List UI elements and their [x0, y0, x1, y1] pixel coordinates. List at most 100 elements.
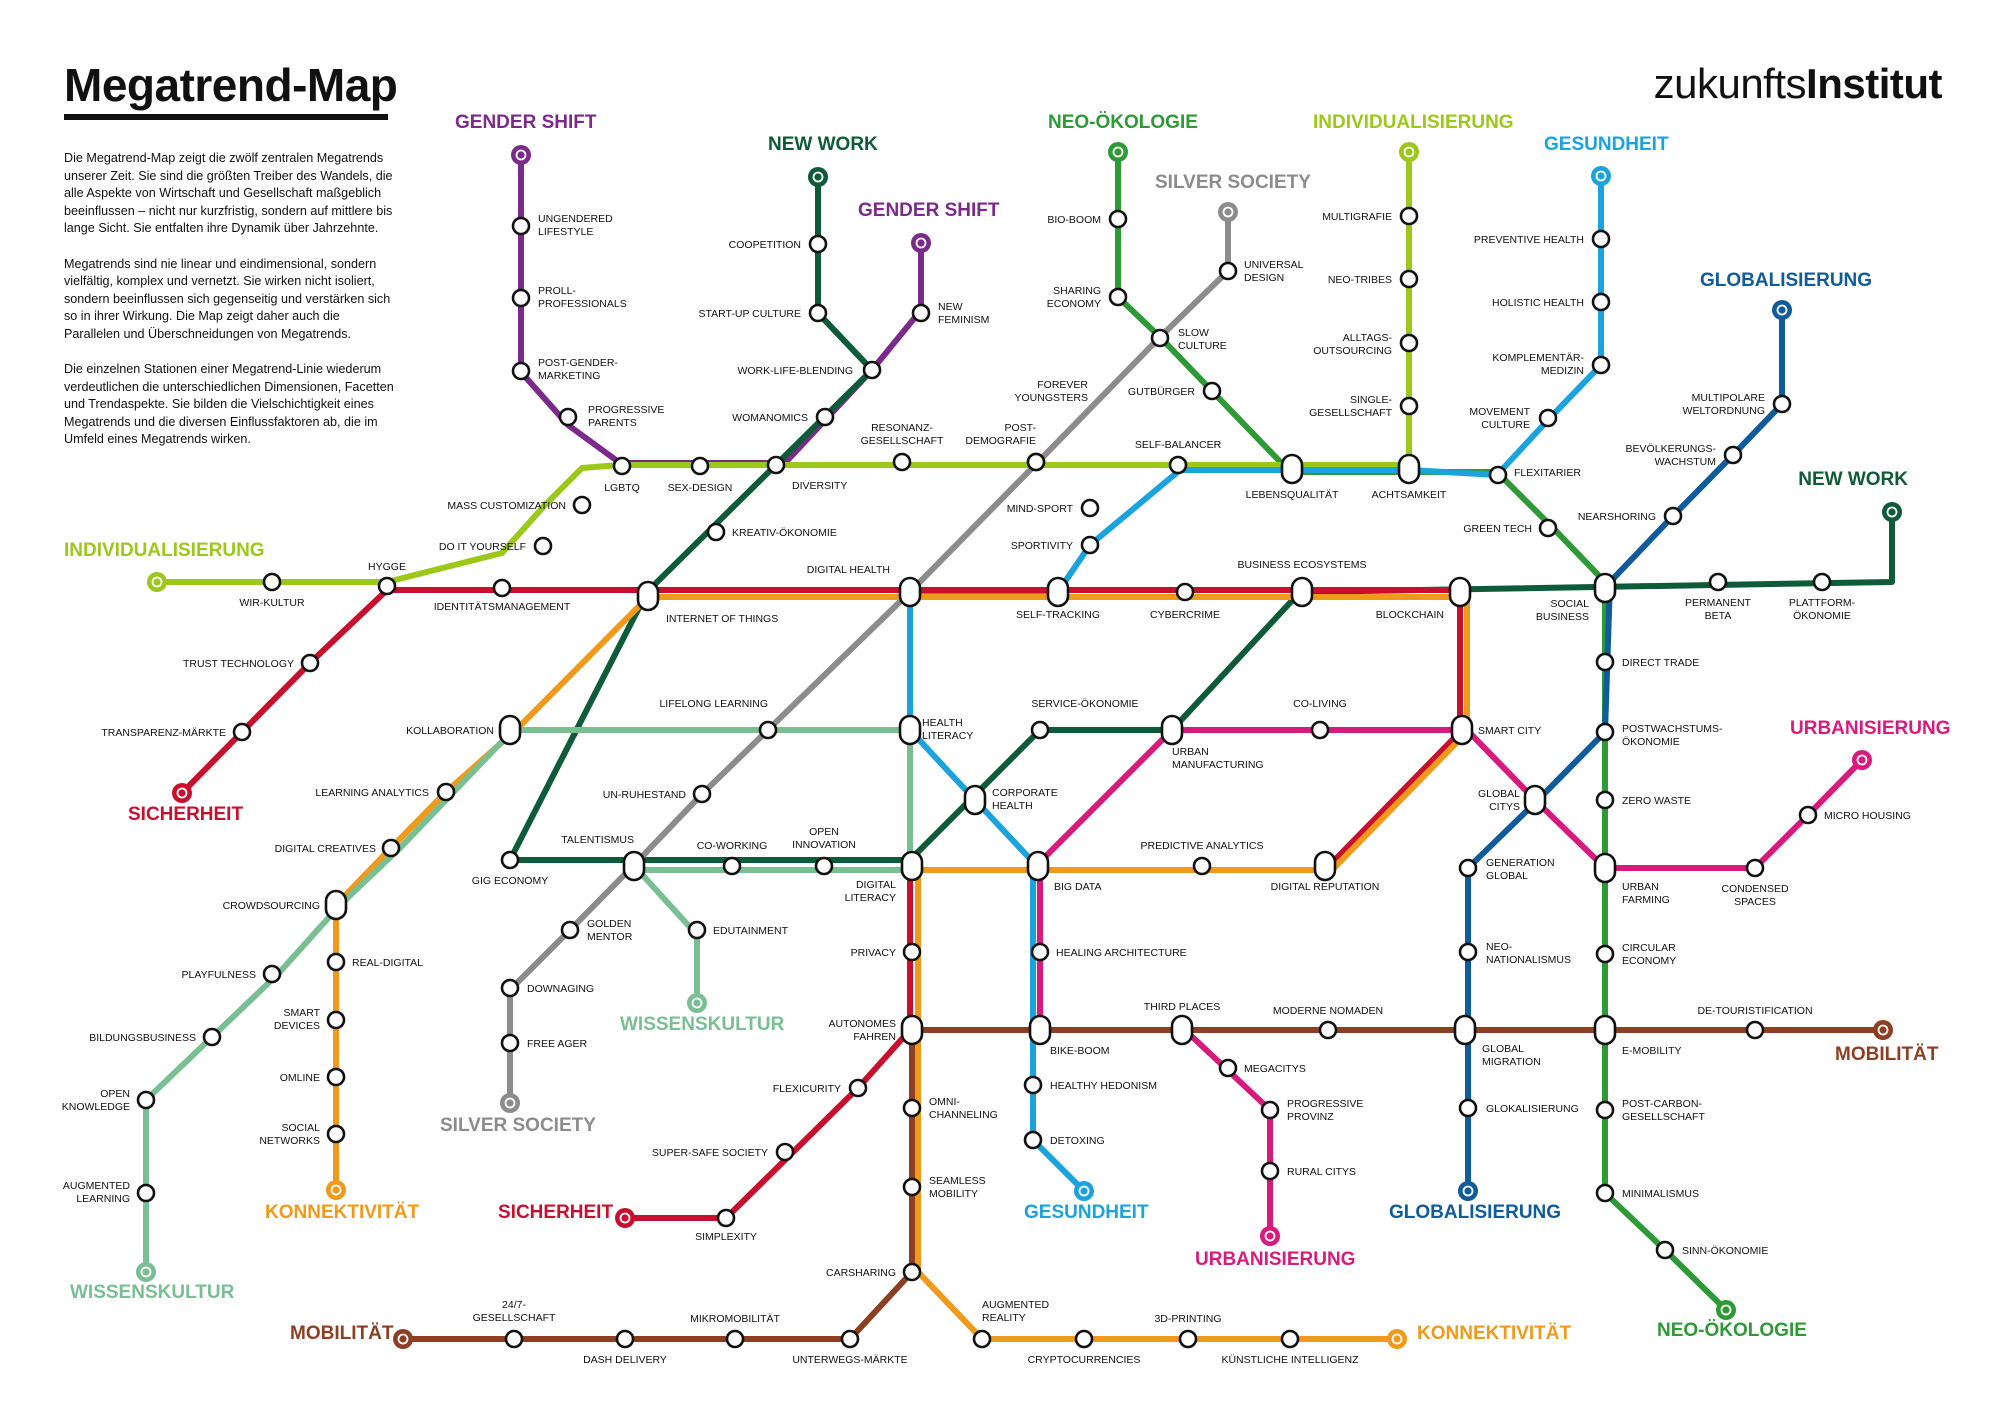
- station-label-69-0: GENERATION: [1486, 857, 1555, 869]
- station-4: [612, 456, 632, 476]
- line-label-silver-0: SILVER SOCIETY: [1155, 172, 1311, 193]
- station-53: [1812, 572, 1832, 592]
- station-label-87-1: NETWORKS: [259, 1135, 320, 1147]
- station-label-72-0: GLOKALISIERUNG: [1486, 1103, 1579, 1115]
- station-61: [1595, 1100, 1615, 1120]
- station-label-117-0: SUPER-SAFE SOCIETY: [652, 1147, 768, 1159]
- station-label-73-0: CO-LIVING: [1293, 698, 1347, 710]
- station-label-70-1: NATIONALISMUS: [1486, 954, 1571, 966]
- station-label-2-1: MARKETING: [538, 370, 600, 382]
- station-38: [1591, 292, 1611, 312]
- terminal-icon-newwork-0: [808, 167, 828, 187]
- line-label-gender-0: GENDER SHIFT: [455, 112, 597, 133]
- line-label-wissen-1: WISSENSKULTUR: [70, 1282, 235, 1303]
- station-label-51-1: BUSINESS: [1536, 611, 1589, 623]
- station-label-15-0: MASS CUSTOMIZATION: [447, 500, 566, 512]
- station-label-41-0: MULTIPOLARE: [1692, 392, 1765, 404]
- station-label-79-0: KOLLABORATION: [406, 725, 494, 737]
- station-94: [722, 856, 742, 876]
- line-label-urban-0: URBANISIERUNG: [1790, 718, 1950, 739]
- terminal-glyph-neooeko-0: [1112, 146, 1124, 158]
- station-label-51-0: SOCIAL: [1550, 598, 1589, 610]
- terminal-glyph-globa-1: [1462, 1185, 1474, 1197]
- station-24: [1150, 328, 1170, 348]
- station-label-12-1: GESELLSCHAFT: [861, 435, 944, 447]
- station-30: [1399, 269, 1419, 289]
- station-label-124-0: UNTERWEGS-MÄRKTE: [792, 1354, 907, 1366]
- line-label-globa-1: GLOBALISIERUNG: [1389, 1202, 1561, 1223]
- station-78: [758, 720, 778, 740]
- station-label-35-0: FLEXITARIER: [1514, 467, 1581, 479]
- line-label-sicher-0: SICHERHEIT: [128, 804, 243, 825]
- station-label-42-0: BEVÖLKERUNGS-: [1626, 443, 1717, 455]
- interchange-station-60: [1593, 1014, 1617, 1046]
- interchange-station-101: [1026, 850, 1050, 882]
- station-44: [1080, 498, 1100, 518]
- station-114: [1023, 1130, 1043, 1150]
- station-22: [1108, 209, 1128, 229]
- station-21: [232, 722, 252, 742]
- line-wissen-segment-0: [143, 727, 913, 1275]
- line-label-sicher-1: SICHERHEIT: [498, 1202, 613, 1223]
- interchange-station-77: [898, 714, 922, 746]
- station-label-121-1: GESELLSCHAFT: [473, 1312, 556, 1324]
- line-indiv-segment-0: [154, 149, 1412, 585]
- station-118: [902, 1177, 922, 1197]
- terminal-glyph-newwork-0: [812, 171, 824, 183]
- station-102: [1192, 856, 1212, 876]
- station-label-85-1: DEVICES: [274, 1020, 320, 1032]
- terminal-glyph-gesund-1: [1078, 1185, 1090, 1197]
- station-label-10-0: WOMANOMICS: [732, 412, 808, 424]
- terminal-glyph-konnekt-0: [330, 1184, 342, 1196]
- line-label-newwork-0: NEW WORK: [768, 134, 878, 155]
- station-97: [560, 920, 580, 940]
- station-35: [1488, 465, 1508, 485]
- station-120: [902, 1262, 922, 1282]
- interchange-station-34: [1397, 453, 1421, 485]
- terminal-glyph-gender-1: [915, 237, 927, 249]
- terminal-glyph-urban-1: [1264, 1230, 1276, 1242]
- station-19: [492, 578, 512, 598]
- station-label-13-1: DEMOGRAFIE: [965, 435, 1036, 447]
- station-label-65-0: MICRO HOUSING: [1824, 810, 1911, 822]
- interchange-station-33: [1280, 453, 1304, 485]
- station-23: [1108, 287, 1128, 307]
- station-label-90-1: KNOWLEDGE: [62, 1101, 130, 1113]
- station-25: [1202, 381, 1222, 401]
- title-underline: [64, 114, 388, 120]
- line-terminals: [136, 142, 1902, 1349]
- station-124: [840, 1329, 860, 1349]
- station-label-91-0: AUGMENTED: [63, 1180, 131, 1192]
- station-label-118-0: SEAMLESS: [929, 1175, 986, 1187]
- terminal-glyph-globa-0: [1776, 304, 1788, 316]
- station-label-20-0: TRUST TECHNOLOGY: [183, 658, 294, 670]
- station-85: [326, 1010, 346, 1030]
- interchange-station-51: [1593, 572, 1617, 604]
- station-label-111-1: PROVINZ: [1287, 1111, 1334, 1123]
- station-label-97-0: GOLDEN: [587, 918, 631, 930]
- station-label-41-1: WELTORDNUNG: [1683, 405, 1765, 417]
- terminal-glyph-indiv-0: [1403, 146, 1415, 158]
- station-label-33-0: LEBENSQUALITÄT: [1246, 489, 1339, 501]
- terminal-icon-mobil-0: [1873, 1020, 1893, 1040]
- station-126: [1074, 1329, 1094, 1349]
- station-31: [1399, 333, 1419, 353]
- station-label-34-0: ACHTSAMKEIT: [1372, 489, 1447, 501]
- station-label-108-0: THIRD PLACES: [1144, 1001, 1220, 1013]
- terminal-icon-gender-0: [511, 145, 531, 165]
- interchange-station-76: [963, 784, 987, 816]
- station-label-70-0: NEO-: [1486, 941, 1513, 953]
- interchange-station-68: [1523, 784, 1547, 816]
- interchange-station-103: [1313, 850, 1337, 882]
- station-127: [1178, 1329, 1198, 1349]
- station-98: [687, 920, 707, 940]
- station-14: [706, 522, 726, 542]
- station-label-97-1: MENTOR: [587, 931, 633, 943]
- terminal-icon-globa-0: [1772, 300, 1792, 320]
- station-72: [1458, 1098, 1478, 1118]
- station-125: [972, 1329, 992, 1349]
- station-label-27-0: FOREVER: [1037, 379, 1088, 391]
- station-label-55-0: DIRECT TRADE: [1622, 657, 1699, 669]
- station-label-12-0: RESONANZ-: [871, 422, 933, 434]
